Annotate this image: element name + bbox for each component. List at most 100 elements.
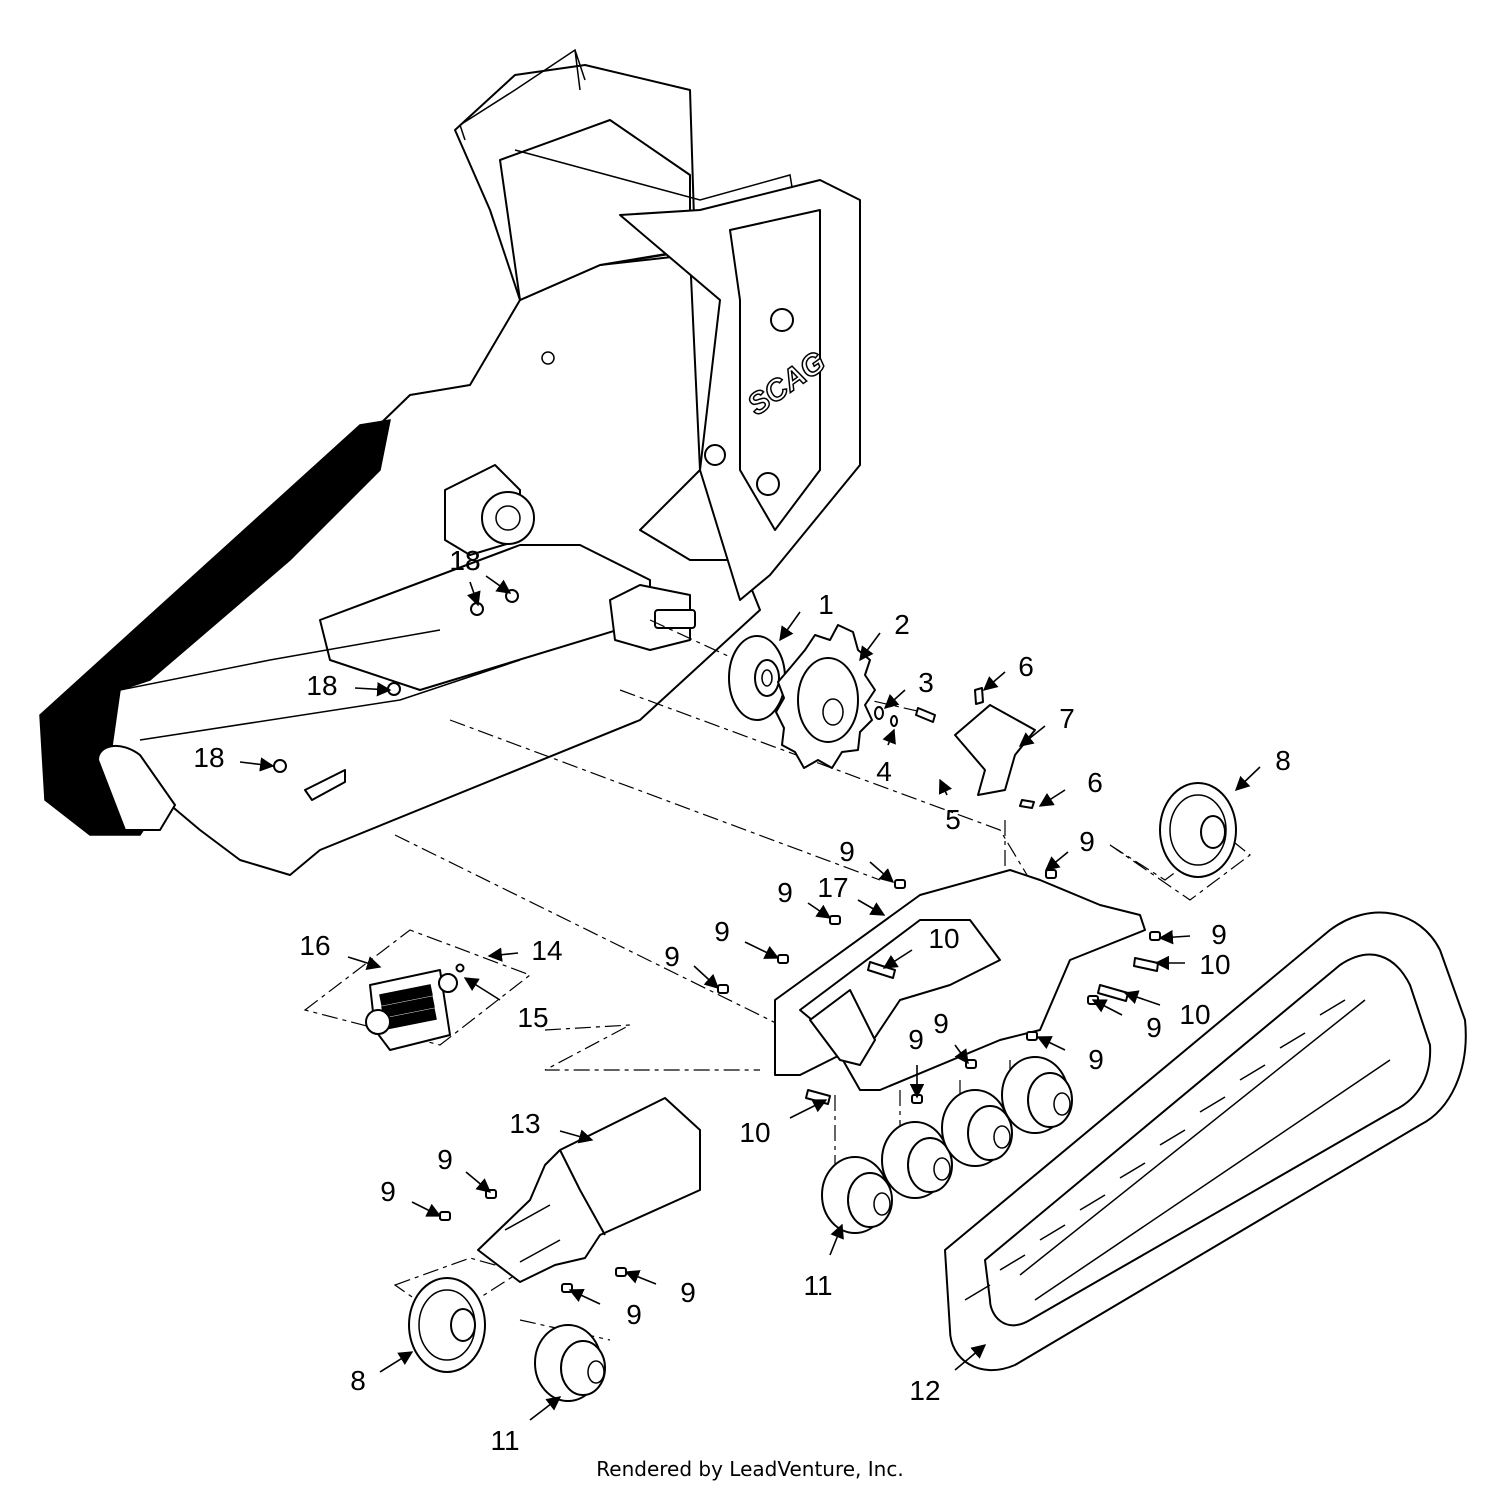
callout-label: 6 (1087, 767, 1103, 798)
callout-label: 1 (818, 589, 834, 620)
callout-leader (779, 611, 801, 642)
chassis-frame: SCAG (39, 48, 861, 876)
sprocket-hardware (874, 706, 936, 727)
callout-leader (379, 1351, 414, 1373)
callout-leader (938, 778, 953, 796)
callout-label: 9 (908, 1024, 924, 1055)
callout-leader (485, 575, 512, 594)
callout-leader (1123, 990, 1161, 1006)
callout-leader (466, 581, 481, 607)
callout-label: 9 (1146, 1012, 1162, 1043)
callout-label: 10 (928, 923, 959, 954)
callout-leader (859, 632, 881, 662)
hardware-bolts (273, 589, 1161, 1293)
callout-label: 17 (817, 872, 848, 903)
rubber-track (944, 911, 1467, 1371)
callout-label: 18 (449, 545, 480, 576)
callout-leader (529, 1396, 562, 1421)
callout-label: 5 (945, 804, 961, 835)
callout-label: 9 (380, 1176, 396, 1207)
callout-leader (882, 728, 896, 746)
callout-leader (463, 977, 501, 1001)
callout-label: 7 (1059, 703, 1075, 734)
callout-label: 13 (509, 1108, 540, 1139)
callout-leader (411, 1201, 442, 1217)
callout-leader (693, 965, 720, 989)
callout-label: 9 (437, 1144, 453, 1175)
callout-label: 9 (1088, 1044, 1104, 1075)
bogie-roller-5 (534, 1324, 606, 1402)
callout-label: 9 (1079, 826, 1095, 857)
callout-leader (568, 1288, 601, 1305)
callout-leader (1038, 789, 1066, 807)
callout-leader (954, 1044, 969, 1065)
callout-leader (789, 1099, 828, 1119)
bogie-roller-2 (881, 1121, 953, 1199)
callout-label: 2 (894, 609, 910, 640)
callout-label: 10 (1179, 999, 1210, 1030)
idler-wheel-front (1159, 782, 1237, 878)
callout-label: 18 (193, 742, 224, 773)
callout-leader (869, 861, 895, 883)
idler-wheel-rear (408, 1277, 486, 1373)
callout-label: 6 (1018, 651, 1034, 682)
track-frame (774, 869, 1146, 1091)
bogie-roller-3 (941, 1089, 1013, 1167)
callout-label: 8 (1275, 745, 1291, 776)
callout-label: 9 (1211, 919, 1227, 950)
sprocket-guard (954, 687, 1036, 809)
callout-leader (1091, 999, 1123, 1016)
callout-label: 16 (299, 930, 330, 961)
callout-label: 8 (350, 1365, 366, 1396)
track-tensioner (365, 963, 465, 1051)
callout-leader (857, 899, 886, 916)
callout-label: 18 (306, 670, 337, 701)
callout-leader (1234, 766, 1261, 791)
callout-label: 18 (449, 545, 480, 576)
drive-motor (444, 464, 535, 556)
callout-leader (559, 1129, 594, 1144)
callout-label: 9 (664, 941, 680, 972)
callout-leader (347, 956, 382, 971)
drive-sprocket (775, 624, 876, 769)
hub-plate (728, 635, 786, 721)
callout-label: 10 (739, 1117, 770, 1148)
callout-label: 9 (839, 836, 855, 867)
callout-leader (1018, 725, 1046, 747)
callout-leader (829, 1223, 844, 1256)
callout-label: 9 (626, 1299, 642, 1330)
callout-label: 11 (490, 1425, 519, 1456)
callout-leader (465, 1171, 492, 1193)
callout-leader (883, 689, 906, 709)
hub-motor (609, 584, 696, 651)
callout-leader (807, 902, 832, 919)
callout-label: 10 (1199, 949, 1230, 980)
callout-leader (239, 757, 275, 772)
callout-label: 9 (714, 916, 730, 947)
callout-leader (882, 949, 913, 969)
callout-label: 9 (933, 1008, 949, 1039)
callout-leader (354, 682, 392, 697)
callout-leader (487, 947, 519, 962)
callout-label: 9 (777, 877, 793, 908)
callout-label: 3 (918, 667, 934, 698)
callout-label: 15 (517, 1002, 548, 1033)
callout-label: 4 (876, 756, 892, 787)
render-credit: Rendered by LeadVenture, Inc. (596, 1457, 904, 1481)
callout-leader (1158, 929, 1191, 945)
callout-leader (1044, 851, 1069, 871)
callout-leader (624, 1270, 657, 1285)
callout-leader (982, 671, 1006, 691)
callout-label: 14 (531, 935, 562, 966)
track-arm (477, 1097, 701, 1283)
callout-leader (744, 941, 780, 959)
callout-label: 9 (680, 1277, 696, 1308)
callout-leader (1036, 1036, 1066, 1051)
callout-label: 11 (803, 1270, 832, 1301)
callout-label: 12 (909, 1375, 940, 1406)
bogie-roller-1 (821, 1156, 893, 1234)
bogie-roller-4 (1001, 1056, 1073, 1134)
callout-leader (954, 1344, 987, 1371)
